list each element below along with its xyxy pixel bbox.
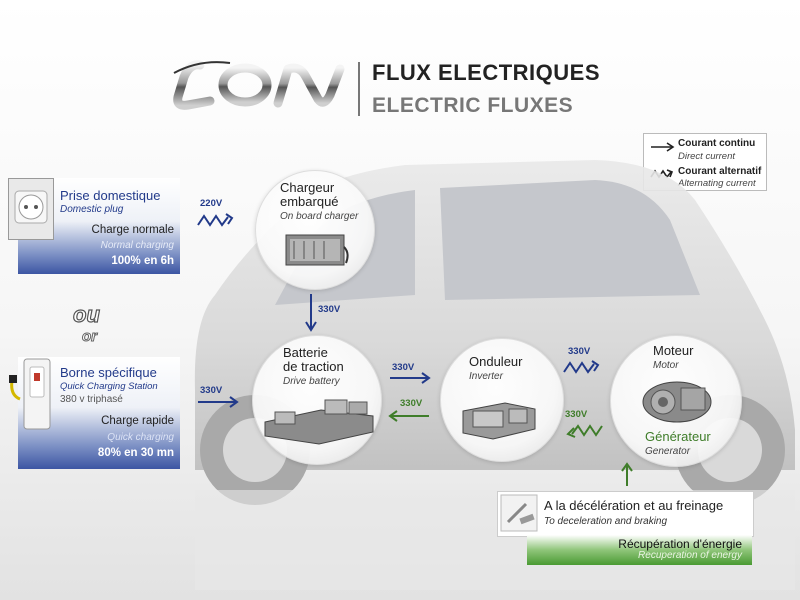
wall-socket-icon bbox=[8, 178, 54, 240]
station-spec: 380 v triphasé bbox=[60, 394, 123, 405]
motor-to-inverter-arrow-icon bbox=[566, 424, 603, 438]
energy-recovery-label-box: Récupération d'énergie Recuperation of e… bbox=[527, 535, 752, 565]
voltage-inverter-battery: 330V bbox=[400, 398, 423, 409]
brake-pedal-icon bbox=[500, 494, 538, 532]
recovery-box: A la décélération et au freinage To dece… bbox=[497, 491, 754, 537]
motor-title: Moteur bbox=[653, 343, 694, 358]
legend-direct-sub: Direct current bbox=[678, 151, 736, 162]
recovery-up-arrow-icon bbox=[621, 462, 633, 486]
battery-to-inverter-arrow-icon bbox=[390, 372, 431, 384]
ion-logo bbox=[173, 60, 345, 110]
generator-subtitle: Generator bbox=[645, 446, 691, 457]
voltage-charger-battery: 330V bbox=[318, 304, 341, 315]
ac-input-arrow-icon bbox=[197, 213, 234, 227]
voltage-330v-station: 330V bbox=[200, 385, 223, 396]
legend-direct-label: Courant continu bbox=[678, 138, 756, 149]
charger-unit-icon bbox=[285, 234, 349, 266]
quick-charge-en: Quick charging bbox=[107, 432, 174, 443]
page-title-en: ELECTRIC FLUXES bbox=[372, 94, 574, 117]
charger-title-2: embarqué bbox=[280, 194, 339, 209]
station-title: Borne spécifique bbox=[60, 365, 157, 380]
quick-charge-time: 80% en 30 mn bbox=[97, 447, 174, 459]
domestic-plug-subtitle: Domestic plug bbox=[60, 204, 124, 215]
motor-unit-icon bbox=[642, 381, 712, 423]
legend-alternating-sub: Alternating current bbox=[678, 178, 756, 189]
battery-title-1: Batterie bbox=[283, 345, 328, 360]
charger-to-battery-arrow-icon bbox=[305, 294, 317, 332]
charger-title-1: Chargeur bbox=[280, 180, 335, 195]
page-title-fr: FLUX ELECTRIQUES bbox=[372, 60, 601, 85]
charger-subtitle: On board charger bbox=[280, 211, 359, 222]
recovery-subtitle: To deceleration and braking bbox=[544, 516, 668, 527]
recovery-title: A la décélération et au freinage bbox=[544, 498, 724, 513]
normal-charge-time: 100% en 6h bbox=[111, 255, 174, 267]
quick-charge-label: Charge rapide bbox=[101, 415, 174, 427]
separator-or: or bbox=[82, 328, 98, 346]
inverter-title: Onduleur bbox=[469, 354, 523, 369]
battery-circle: Batterie de traction Drive battery bbox=[252, 335, 382, 465]
inverter-subtitle: Inverter bbox=[469, 371, 503, 382]
charger-circle: Chargeur embarqué On board charger bbox=[255, 170, 375, 290]
separator-ou: ou bbox=[72, 301, 100, 327]
domestic-plug-title: Prise domestique bbox=[60, 188, 161, 203]
energy-recovery-label: Récupération d'énergie bbox=[618, 537, 742, 551]
voltage-motor-inverter: 330V bbox=[565, 409, 588, 420]
dc-input-arrow-icon bbox=[198, 396, 239, 408]
battery-subtitle: Drive battery bbox=[283, 376, 340, 387]
station-subtitle: Quick Charging Station bbox=[60, 381, 158, 392]
inverter-circle: Onduleur Inverter bbox=[440, 338, 564, 462]
inverter-to-motor-arrow-icon bbox=[563, 360, 600, 374]
energy-recovery-en: Recuperation of energy bbox=[638, 550, 742, 561]
voltage-220v: 220V bbox=[200, 198, 223, 209]
inverter-unit-icon bbox=[462, 402, 536, 440]
header-divider bbox=[358, 62, 360, 116]
voltage-battery-inverter: 330V bbox=[392, 362, 415, 373]
motor-circle: Moteur Motor Générateur Generator bbox=[610, 335, 742, 467]
legend-alternating-label: Courant alternatif bbox=[678, 166, 762, 177]
normal-charge-label: Charge normale bbox=[91, 224, 174, 236]
battery-pack-icon bbox=[264, 399, 374, 445]
straight-arrow-icon bbox=[651, 142, 675, 152]
inverter-to-battery-arrow-icon bbox=[388, 410, 429, 422]
motor-subtitle: Motor bbox=[653, 360, 679, 371]
generator-title: Générateur bbox=[645, 429, 711, 444]
voltage-inverter-motor: 330V bbox=[568, 346, 591, 357]
normal-charge-en: Normal charging bbox=[100, 240, 174, 251]
battery-title-2: de traction bbox=[283, 359, 344, 374]
charging-station-icon bbox=[9, 358, 51, 430]
